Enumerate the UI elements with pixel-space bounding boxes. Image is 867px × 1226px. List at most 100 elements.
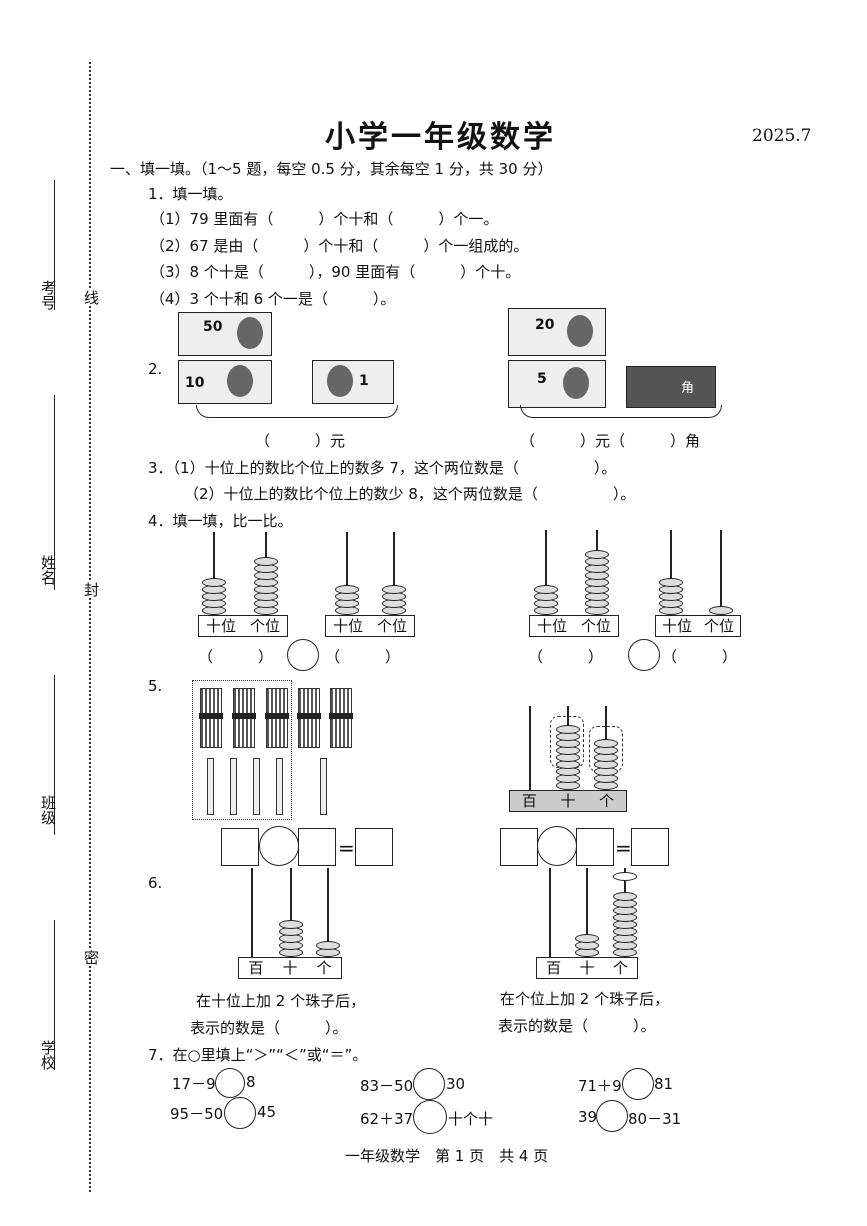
portrait-icon: [563, 367, 589, 399]
abacus-b-base: 十位个位: [325, 615, 415, 637]
q2-answer-left: （ ）元: [255, 432, 346, 450]
q7-c6-right: 80－31: [628, 1110, 682, 1128]
abacus-rod: [670, 530, 672, 617]
single-stick: [320, 758, 327, 815]
feng-label: 封: [81, 582, 102, 597]
q6-right-base: 百十个: [536, 957, 638, 979]
abacus-rod: [213, 532, 215, 617]
q6-number: 6.: [148, 874, 163, 892]
q7-compare-circle[interactable]: [215, 1068, 245, 1098]
stick-bundle: [265, 688, 289, 748]
q5-left-box-1[interactable]: [221, 828, 259, 866]
class-label: 班级: [39, 795, 57, 825]
exam-no-line: [54, 180, 55, 310]
stick-bundle: [199, 688, 223, 748]
q7-c3-left: 83－50: [360, 1077, 414, 1095]
q7-c1-left: 17－9: [172, 1075, 216, 1093]
banknote-50: 50: [178, 312, 272, 356]
section1-heading: 一、填一填。（1～5 题，每空 0.5 分，其余每空 1 分，共 30 分）: [110, 160, 553, 178]
abacus-rod: [346, 532, 348, 617]
q7-c6-left: 39: [578, 1108, 598, 1126]
class-line: [54, 675, 55, 835]
q5-right-result-box[interactable]: [631, 828, 669, 866]
page-footer: 一年级数学 第 1 页 共 4 页: [345, 1147, 549, 1165]
portrait-icon: [237, 317, 263, 349]
portrait-icon: [327, 365, 353, 397]
portrait-icon: [567, 315, 593, 347]
banknote-10: 10: [178, 360, 272, 404]
q3-line-1: 3．（1）十位上的数比个位上的数多 7，这个两位数是（ ）。: [148, 459, 617, 477]
q7-c4-right: 十个十: [448, 1110, 494, 1128]
q7-compare-circle[interactable]: [622, 1068, 654, 1100]
q7-compare-circle[interactable]: [596, 1100, 628, 1132]
stick-bundle: [297, 688, 321, 748]
name-label: 姓名: [39, 555, 57, 585]
q7-c4-left: 62＋37: [360, 1110, 414, 1128]
left-brace: [196, 405, 398, 418]
banknote-20: 20: [508, 308, 606, 356]
abacus-rod: [393, 532, 395, 617]
single-stick: [253, 758, 260, 815]
exam-no-label: 考号: [39, 280, 57, 310]
banknote-5: 5: [508, 360, 606, 408]
q4-blank-b: （ ）: [325, 648, 401, 666]
q4-compare-circle-1[interactable]: [287, 639, 319, 671]
q1-item-3: （3）8 个十是（ ），90 里面有（ ）个十。: [150, 263, 521, 281]
name-line: [54, 395, 55, 590]
abacus-rod: [529, 706, 531, 791]
q5-abacus-base: 百十个: [509, 790, 627, 812]
single-stick: [230, 758, 237, 815]
q4-compare-circle-2[interactable]: [628, 639, 660, 671]
q5-right-circle[interactable]: [537, 826, 577, 866]
q1-item-2: （2）67 是由（ ）个十和（ ）个一组成的。: [150, 237, 529, 255]
q2-answer-right: （ ）元（ ）角: [520, 432, 701, 450]
portrait-icon: [227, 365, 253, 397]
q6-right-text-1: 在个位上加 2 个珠子后，: [500, 990, 670, 1008]
mi-label: 密: [81, 950, 102, 965]
stick-bundle: [232, 688, 256, 748]
equals-sign: =: [615, 836, 632, 860]
school-label: 学校: [39, 1040, 57, 1070]
single-stick: [207, 758, 214, 815]
q7-compare-circle[interactable]: [224, 1097, 256, 1129]
page-title: 小学一年级数学: [325, 120, 556, 155]
q1-number: 1．填一填。: [148, 185, 233, 203]
q7-c5-right: 81: [654, 1075, 674, 1093]
q5-left-result-box[interactable]: [355, 828, 393, 866]
q3-line-2: （2）十位上的数比个位上的数少 8，这个两位数是（ ）。: [184, 485, 636, 503]
q7-c2-right: 45: [257, 1103, 277, 1121]
abacus-rod: [290, 868, 292, 958]
q6-left-text-1: 在十位上加 2 个珠子后，: [196, 992, 366, 1010]
abacus-d-base: 十位个位: [655, 615, 741, 637]
q5-right-box-1[interactable]: [500, 828, 538, 866]
abacus-rod: [586, 868, 588, 958]
q5-number: 5.: [148, 677, 163, 695]
q6-left-base: 百十个: [238, 957, 342, 979]
binding-dotted-line: [89, 62, 91, 1192]
q7-c3-right: 30: [446, 1075, 466, 1093]
q1-item-1: （1）79 里面有（ ）个十和（ ）个一。: [150, 210, 499, 228]
q6-right-text-2: 表示的数是（ ）。: [498, 1017, 656, 1035]
abacus-rod: [251, 868, 253, 958]
abacus-rod: [327, 868, 329, 958]
banknote-1: 1: [312, 360, 394, 404]
abacus-c-base: 十位个位: [529, 615, 619, 637]
q1-item-4: （4）3 个十和 6 个一是（ ）。: [150, 290, 396, 308]
banknote-jiao: 角: [626, 366, 716, 408]
abacus-a-base: 十位个位: [198, 615, 288, 637]
q7-compare-circle[interactable]: [413, 1068, 445, 1100]
abacus-rod: [720, 530, 722, 617]
exam-date: 2025.7: [752, 126, 812, 146]
stick-bundle: [329, 688, 353, 748]
q7-c2-left: 95－50: [170, 1105, 224, 1123]
stick-group-box: [192, 680, 292, 820]
q5-right-box-2[interactable]: [576, 828, 614, 866]
q7-compare-circle[interactable]: [413, 1100, 447, 1134]
q4-blank-d: （ ）: [662, 648, 738, 666]
abacus-rod: [545, 530, 547, 617]
q4-number: 4．填一填，比一比。: [148, 512, 293, 530]
school-line: [54, 920, 55, 1070]
abacus-rod: [549, 868, 551, 958]
q5-left-box-2[interactable]: [298, 828, 336, 866]
q5-left-circle[interactable]: [259, 826, 299, 866]
